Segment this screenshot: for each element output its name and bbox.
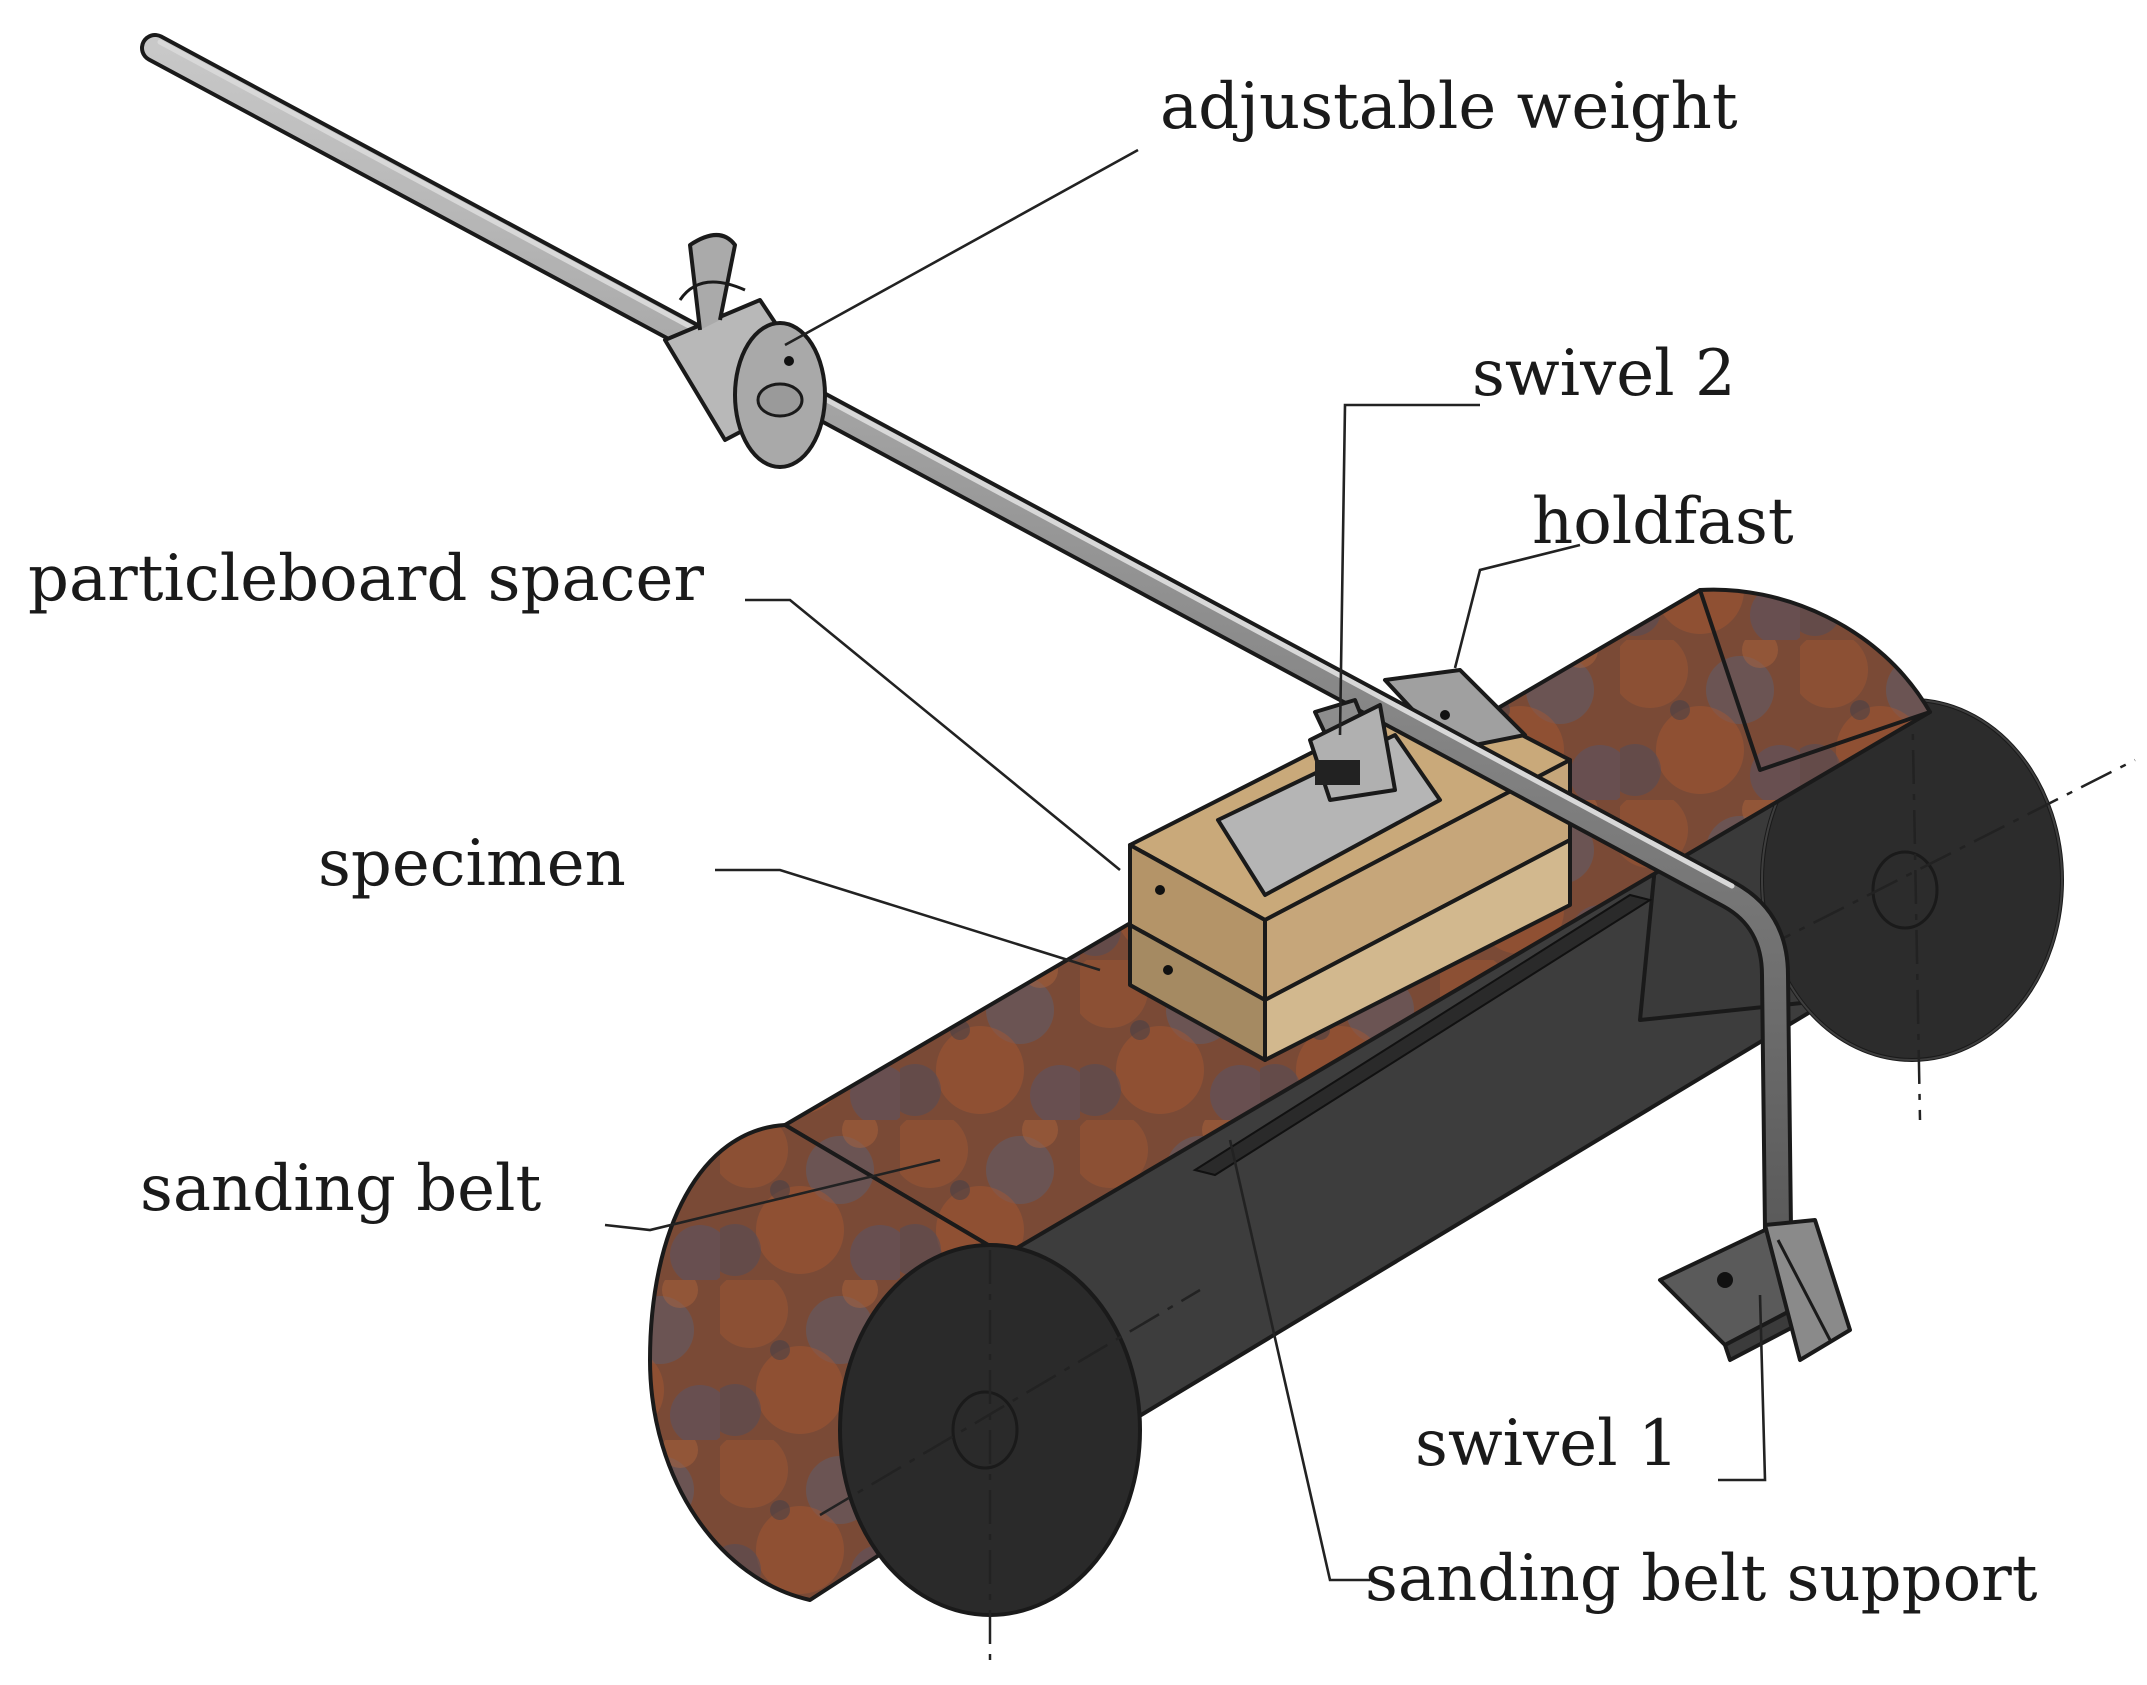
adjustable-weight-part [663, 233, 827, 469]
sanding-belt-support-plate [1192, 893, 1653, 1177]
label-particleboard-spacer: particleboard spacer [28, 542, 704, 616]
label-adjustable-weight: adjustable weight [1160, 70, 1738, 144]
swivel-2-part [1308, 698, 1397, 802]
swivel-1-part [1658, 1218, 1852, 1362]
leader-lines [604, 148, 1767, 1582]
near-pulley [819, 1243, 1201, 1660]
lever-arm [140, 33, 1793, 1245]
label-specimen: specimen [318, 827, 626, 901]
label-sanding-belt-support: sanding belt support [1365, 1542, 2038, 1616]
label-sanding-belt: sanding belt [140, 1152, 542, 1226]
belt-far-wrap [1698, 587, 1932, 772]
label-swivel-2: swivel 2 [1472, 337, 1736, 411]
label-holdfast: holdfast [1532, 485, 1794, 559]
label-swivel-1: swivel 1 [1415, 1407, 1679, 1481]
